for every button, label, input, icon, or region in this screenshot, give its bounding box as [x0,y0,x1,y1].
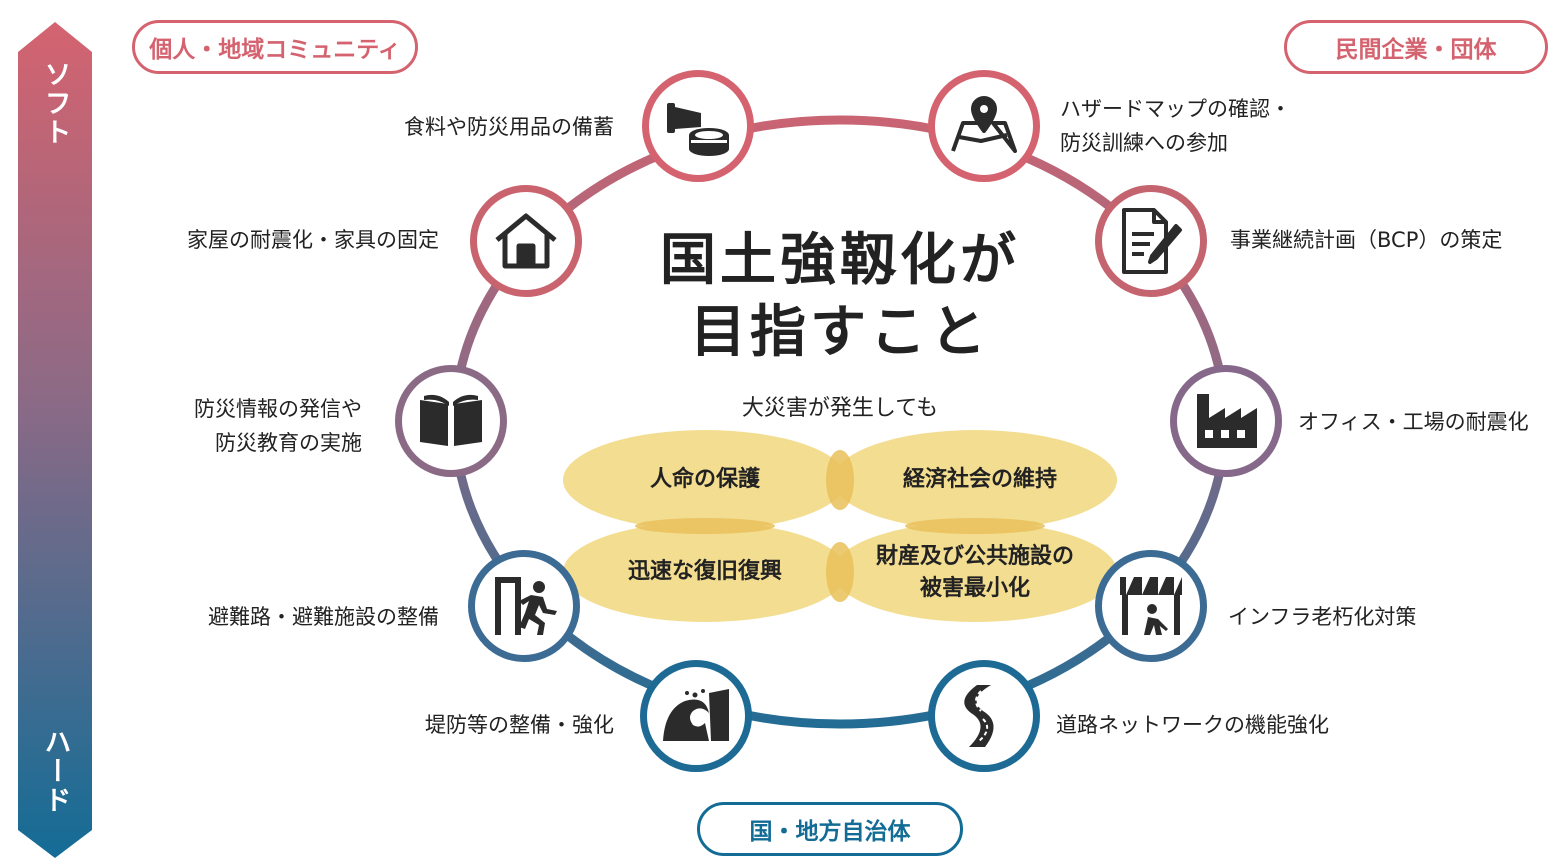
goal-property-line-2: 被害最小化 [919,576,1030,601]
house-icon [470,185,582,297]
goal-ellipse-bottom-left [563,522,847,622]
soft-label: ソフト [39,60,71,147]
actor-individual-pill: 個人・地域コミュニティ [132,20,418,74]
item-label-bcp: 事業継続計画（BCP）の策定 [1230,228,1503,252]
actor-private-pill: 民間企業・団体 [1284,20,1548,74]
item-label-infrastructure: インフラ老朽化対策 [1228,605,1417,629]
book-icon [395,365,507,477]
item-label-evacuation: 避難路・避難施設の整備 [208,605,439,629]
factory-icon [1170,365,1282,477]
title-line-1: 国土強靱化が [660,228,1020,293]
seawall-wave-icon [640,660,752,772]
item-label-seawall: 堤防等の整備・強化 [425,713,614,737]
goal-property: 財産及び公共施設の 被害最小化 [845,541,1105,605]
hard-label: ハード [39,728,71,815]
goal-overlaps [635,450,1045,602]
construction-barrier-icon [1095,550,1207,662]
page-title: 国土強靱化が 目指すこと [620,225,1060,369]
goal-recovery: 迅速な復旧復興 [627,559,782,584]
hazard-map-icon [928,70,1040,182]
item-label-food-supplies: 食料や防災用品の備蓄 [404,115,614,139]
subtitle: 大災害が発生しても [741,396,939,421]
food-supplies-icon [642,70,754,182]
document-pen-icon [1095,185,1207,297]
goal-economy: 経済社会の維持 [902,467,1057,492]
item-label-disaster-info: 防災情報の発信や 防災教育の実施 [194,397,362,455]
goal-human-life: 人命の保護 [649,467,760,492]
item-label-house: 家屋の耐震化・家具の固定 [187,228,439,252]
soft-hard-arrow [18,22,92,858]
item-label-office-factory: オフィス・工場の耐震化 [1298,410,1529,434]
goal-ellipse-top-left [563,430,847,530]
title-line-2: 目指すこと [690,300,990,365]
goal-property-line-1: 財産及び公共施設の [875,544,1074,569]
goal-ellipse-bottom-right [833,522,1117,622]
item-label-road-network: 道路ネットワークの機能強化 [1056,713,1329,737]
goal-ellipse-top-right [833,430,1117,530]
actor-government-pill: 国・地方自治体 [697,802,963,856]
winding-road-icon [928,660,1040,772]
evacuation-exit-icon [468,550,580,662]
item-label-hazard-map: ハザードマップの確認・ 防災訓練への参加 [1060,97,1291,155]
